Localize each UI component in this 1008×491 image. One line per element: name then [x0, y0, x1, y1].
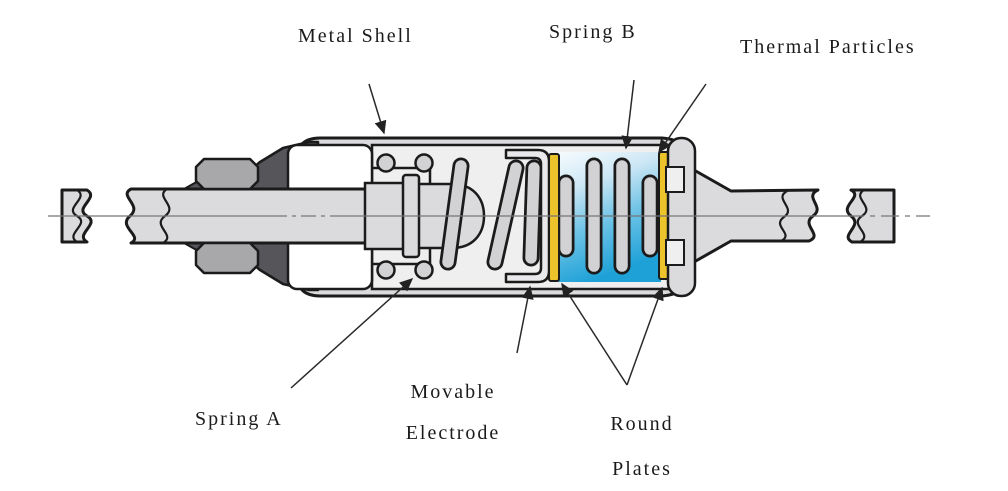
shell-end-cap [666, 136, 697, 298]
label-spring-a: Spring A [195, 408, 283, 430]
label-round-plates: Round Plates [584, 402, 700, 491]
leader-arrows [290, 79, 707, 389]
end-cap-slot-top [665, 166, 685, 193]
metal-shell-arrow [368, 83, 387, 135]
sleeve-bump-bottom [194, 241, 260, 275]
label-movable-electrode-line1: Movable [410, 381, 496, 403]
round-plates-arrow-left [561, 282, 628, 386]
spring-b-arrow [621, 79, 635, 150]
label-round-plates-line1: Round [610, 413, 674, 435]
round-plates-arrow-right [626, 286, 664, 386]
sleeve-bump-top [194, 157, 260, 191]
label-spring-b: Spring B [549, 21, 637, 43]
label-round-plates-line2: Plates [612, 458, 672, 480]
spring-a-arrow [290, 277, 414, 389]
label-metal-shell: Metal Shell [298, 25, 413, 47]
label-movable-electrode-line2: Electrode [405, 422, 501, 444]
end-cap-slot-bottom [665, 239, 685, 266]
spring-a-shape [376, 153, 543, 280]
round-plate-left [548, 153, 560, 282]
movable-electrode-arrow [516, 285, 534, 354]
thermal-particles-arrow [658, 83, 707, 154]
label-thermal-particles: Thermal Particles [740, 36, 916, 58]
right-wire-break-line [778, 190, 790, 242]
label-movable-electrode: Movable Electrode [383, 372, 523, 454]
